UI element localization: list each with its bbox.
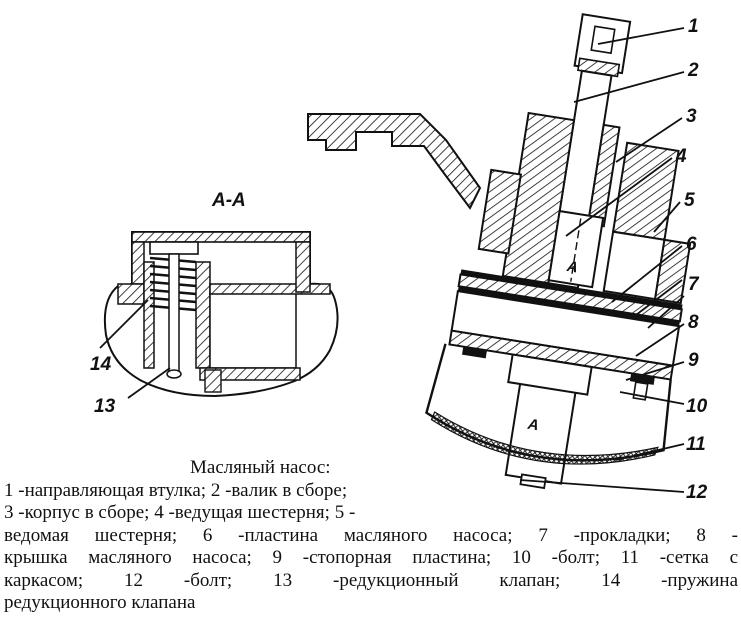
leader-11 (615, 443, 685, 461)
leader-14 (99, 299, 149, 349)
leader-7a (631, 279, 683, 319)
valve-stem (168, 253, 180, 373)
leader-9 (625, 361, 685, 381)
valve-body-left-wall-lower (117, 283, 145, 305)
callout-4: 4 (675, 146, 687, 167)
section-title: А-А (211, 190, 246, 211)
callout-numbers: 1 2 3 4 5 6 7 8 9 10 11 12 13 14 (90, 16, 708, 503)
valve-bore-wall-right (195, 261, 211, 369)
strainer-screen-mesh (430, 411, 659, 465)
valve-bottom-plug (204, 369, 222, 393)
leader-10 (619, 391, 685, 405)
leader-3 (615, 117, 683, 163)
oil-pump-assembly: А А (307, 13, 692, 490)
driven-gear-housing (653, 238, 692, 305)
gasket-upper (460, 269, 683, 310)
callout-6: 6 (686, 234, 697, 255)
callout-3: 3 (686, 106, 697, 127)
gasket-lower (457, 286, 680, 327)
inlet-flange (507, 353, 593, 396)
channel-wall-right (295, 241, 311, 293)
guide-sleeve-slot (590, 25, 616, 55)
housing-web (477, 168, 523, 255)
caption-line: крышка масляного насоса; 9 -стопорная пл… (4, 547, 738, 568)
section-mark-upper: А (565, 258, 579, 277)
callout-leaders (99, 27, 685, 493)
caption-title: Масляный насос: (190, 457, 331, 478)
leader-7b (647, 295, 685, 329)
valve-bore-wall-left (143, 261, 155, 369)
leader-12 (519, 479, 685, 493)
caption-line: каркасом; 12 -болт; 13 -редукционный кла… (4, 569, 738, 591)
caption-line: редукционного клапана (4, 592, 196, 613)
valve-body-left-wall (131, 241, 145, 285)
leader-6 (611, 245, 683, 303)
section-mark-lower: А (526, 416, 540, 435)
caption-line: ведомая шестерня; 6 -пластина масляного … (4, 524, 738, 546)
valve-cover (131, 231, 311, 243)
section-view: А-А (103, 190, 339, 398)
caption-line: 3 -корпус в сборе; 4 -ведущая шестерня; … (4, 502, 356, 523)
leader-4 (565, 157, 673, 237)
lock-plate (462, 346, 487, 359)
leader-1 (597, 27, 685, 45)
callout-14: 14 (90, 354, 112, 375)
callout-7: 7 (688, 274, 700, 295)
callout-5: 5 (684, 190, 695, 211)
callout-9: 9 (688, 350, 699, 371)
leader-13 (127, 367, 171, 399)
channel-wall-bottom (199, 367, 301, 381)
callout-2: 2 (687, 60, 699, 81)
callout-10: 10 (686, 396, 708, 417)
valve-stem-end (166, 369, 182, 379)
caption-line: 1 -направляющая втулка; 2 -валик в сборе… (4, 479, 348, 501)
leader-5 (653, 201, 681, 233)
channel-wall-top (209, 283, 331, 295)
figure-caption: Масляный насос: 1 -направляющая втулка; … (4, 457, 738, 615)
leader-2 (573, 71, 685, 103)
driven-gear (602, 230, 666, 301)
mounting-bracket (307, 113, 482, 210)
callout-1: 1 (688, 16, 699, 37)
callout-12: 12 (686, 482, 708, 503)
callout-11: 11 (686, 434, 706, 455)
leader-8 (635, 323, 685, 357)
valve-plunger-head (149, 241, 199, 255)
callout-13: 13 (94, 396, 116, 417)
callout-8: 8 (688, 312, 699, 333)
oil-channel (209, 291, 297, 369)
